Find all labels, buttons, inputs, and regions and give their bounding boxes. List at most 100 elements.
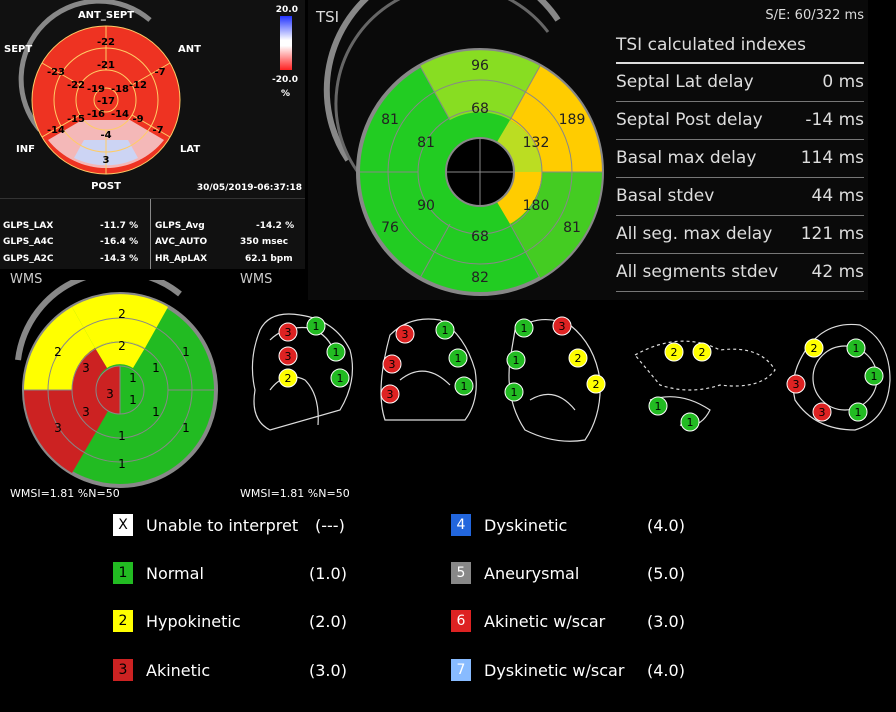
svg-text:1: 1 — [655, 400, 662, 413]
wms-seg: 1 — [129, 393, 137, 407]
glps-panel: -22 -7 -7 3 -14 -23 -21 -12 -9 -4 -15 -2… — [0, 0, 305, 198]
glps-seg-s1: -22 — [97, 37, 115, 48]
tsi-seg-m-bot: 68 — [471, 229, 489, 245]
glps-seg-a2: -18 — [111, 84, 129, 95]
wms-seg: 1 — [182, 421, 190, 435]
svg-text:3: 3 — [402, 328, 409, 341]
glps-avg-label: GLPS_Avg — [155, 221, 205, 231]
glps-seg-apex: -17 — [97, 96, 115, 107]
svg-text:2: 2 — [285, 372, 292, 385]
glps-seg-s3: -7 — [152, 125, 163, 136]
glps-seg-a4: -16 — [87, 109, 105, 120]
svg-text:3: 3 — [389, 358, 396, 371]
svg-text:1: 1 — [511, 386, 518, 399]
glps-table: GLPS_LAX -11.7 % GLPS_Avg -14.2 % GLPS_A… — [0, 198, 305, 269]
svg-text:1: 1 — [442, 324, 449, 337]
glps-seg-s4: 3 — [103, 155, 110, 166]
view4-markers: 2 2 1 1 — [648, 342, 712, 432]
svg-text:1: 1 — [855, 406, 862, 419]
glps-lax-label: GLPS_LAX — [3, 221, 54, 231]
tsi-index-row: Septal Post delay-14 ms — [616, 102, 864, 140]
hr-aplax-value: 62.1 bpm — [245, 254, 293, 264]
label-inf: INF — [16, 144, 35, 155]
wms-seg: 2 — [54, 345, 62, 359]
tsi-seg-b-left-bot: 76 — [381, 220, 399, 236]
view1-markers: 3 3 2 1 1 1 — [278, 316, 350, 388]
svg-text:1: 1 — [461, 380, 468, 393]
scale-top: 20.0 — [276, 5, 298, 15]
avc-auto-value: 350 msec — [240, 237, 289, 247]
legend-swatch: 1 — [113, 562, 133, 584]
svg-text:1: 1 — [687, 416, 694, 429]
wms-seg: 3 — [82, 405, 90, 419]
glps-a4c-value: -16.4 % — [100, 237, 139, 247]
wms-seg: 1 — [118, 457, 126, 471]
glps-a4c-label: GLPS_A4C — [3, 237, 54, 247]
svg-text:3: 3 — [819, 406, 826, 419]
label-lat: LAT — [180, 144, 200, 155]
svg-text:2: 2 — [575, 352, 582, 365]
legend-swatch: 4 — [451, 514, 471, 536]
svg-text:1: 1 — [337, 372, 344, 385]
view3-markers: 1 1 1 3 2 2 — [504, 316, 606, 402]
tsi-bullseye: 96 189 81 82 76 81 68 132 180 68 90 81 — [323, 0, 604, 296]
label-sept: SEPT — [4, 44, 32, 55]
glps-seg-m5: -15 — [67, 114, 85, 125]
tsi-indexes-title: TSI calculated indexes — [616, 35, 806, 55]
tsi-seg-m-top: 68 — [471, 101, 489, 117]
glps-seg-s6: -23 — [47, 67, 65, 78]
svg-text:1: 1 — [521, 322, 528, 335]
wms-views: 3 3 2 1 1 1 3 3 3 1 1 1 1 1 1 3 2 2 2 2 … — [251, 313, 891, 442]
label-post: POST — [91, 181, 121, 192]
svg-text:3: 3 — [285, 350, 292, 363]
glps-timestamp: 30/05/2019-06:37:18 — [197, 183, 302, 193]
legend-swatch: X — [113, 514, 133, 536]
svg-text:1: 1 — [871, 370, 878, 383]
wms-bullseye: 2 2 3 2 3 3 3 1 1 1 1 1 1 1 1 — [15, 280, 218, 488]
tsi-indexes-header: TSI calculated indexes — [616, 30, 864, 64]
legend-swatch: 7 — [451, 659, 471, 681]
glps-seg-m6: -22 — [67, 80, 85, 91]
svg-text:3: 3 — [559, 320, 566, 333]
tsi-seg-b-left-top: 81 — [381, 112, 399, 128]
wms-seg: 1 — [152, 361, 160, 375]
tsi-seg-m-right-bot: 180 — [523, 198, 550, 214]
wmsi-right: WMSI=1.81 %N=50 — [240, 487, 350, 500]
svg-text:1: 1 — [853, 342, 860, 355]
glps-a2c-value: -14.3 % — [100, 254, 139, 264]
tsi-seg-m-left-bot: 90 — [417, 198, 435, 214]
glps-seg-m3: -9 — [132, 114, 143, 125]
legend-swatch: 6 — [451, 610, 471, 632]
wms-seg: 1 — [129, 371, 137, 385]
glps-bullseye: -22 -7 -7 3 -14 -23 -21 -12 -9 -4 -15 -2… — [4, 0, 302, 193]
tsi-seg-b-bot: 82 — [471, 270, 489, 286]
label-ant: ANT — [178, 44, 201, 55]
scale-bottom: -20.0 — [272, 75, 298, 85]
avc-auto-label: AVC_AUTO — [155, 237, 208, 247]
glps-seg-a1: -19 — [87, 84, 105, 95]
glps-lax-value: -11.7 % — [100, 221, 139, 231]
glps-seg-m2: -12 — [129, 80, 147, 91]
svg-text:1: 1 — [513, 354, 520, 367]
tsi-panel: TSI S/E: 60/322 ms 96 189 81 82 76 81 68… — [308, 0, 868, 300]
wms-seg: 3 — [82, 361, 90, 375]
legend-swatch: 2 — [113, 610, 133, 632]
view5-markers: 2 3 3 1 1 1 — [786, 338, 884, 422]
legend-swatch: 3 — [113, 659, 133, 681]
glps-seg-s5: -14 — [47, 125, 65, 136]
label-ant-sept: ANT_SEPT — [78, 10, 134, 21]
glps-seg-a3: -14 — [111, 109, 129, 120]
wms-seg: 3 — [54, 421, 62, 435]
tsi-seg-b-right-bot: 81 — [563, 220, 581, 236]
tsi-seg-b-right-top: 189 — [559, 112, 586, 128]
glps-seg-m1: -21 — [97, 60, 115, 71]
tsi-seg-m-right-top: 132 — [523, 135, 550, 151]
svg-text:1: 1 — [333, 346, 340, 359]
wms-seg: 2 — [118, 307, 126, 321]
wms-label-right: WMS — [240, 272, 273, 287]
svg-text:3: 3 — [285, 326, 292, 339]
